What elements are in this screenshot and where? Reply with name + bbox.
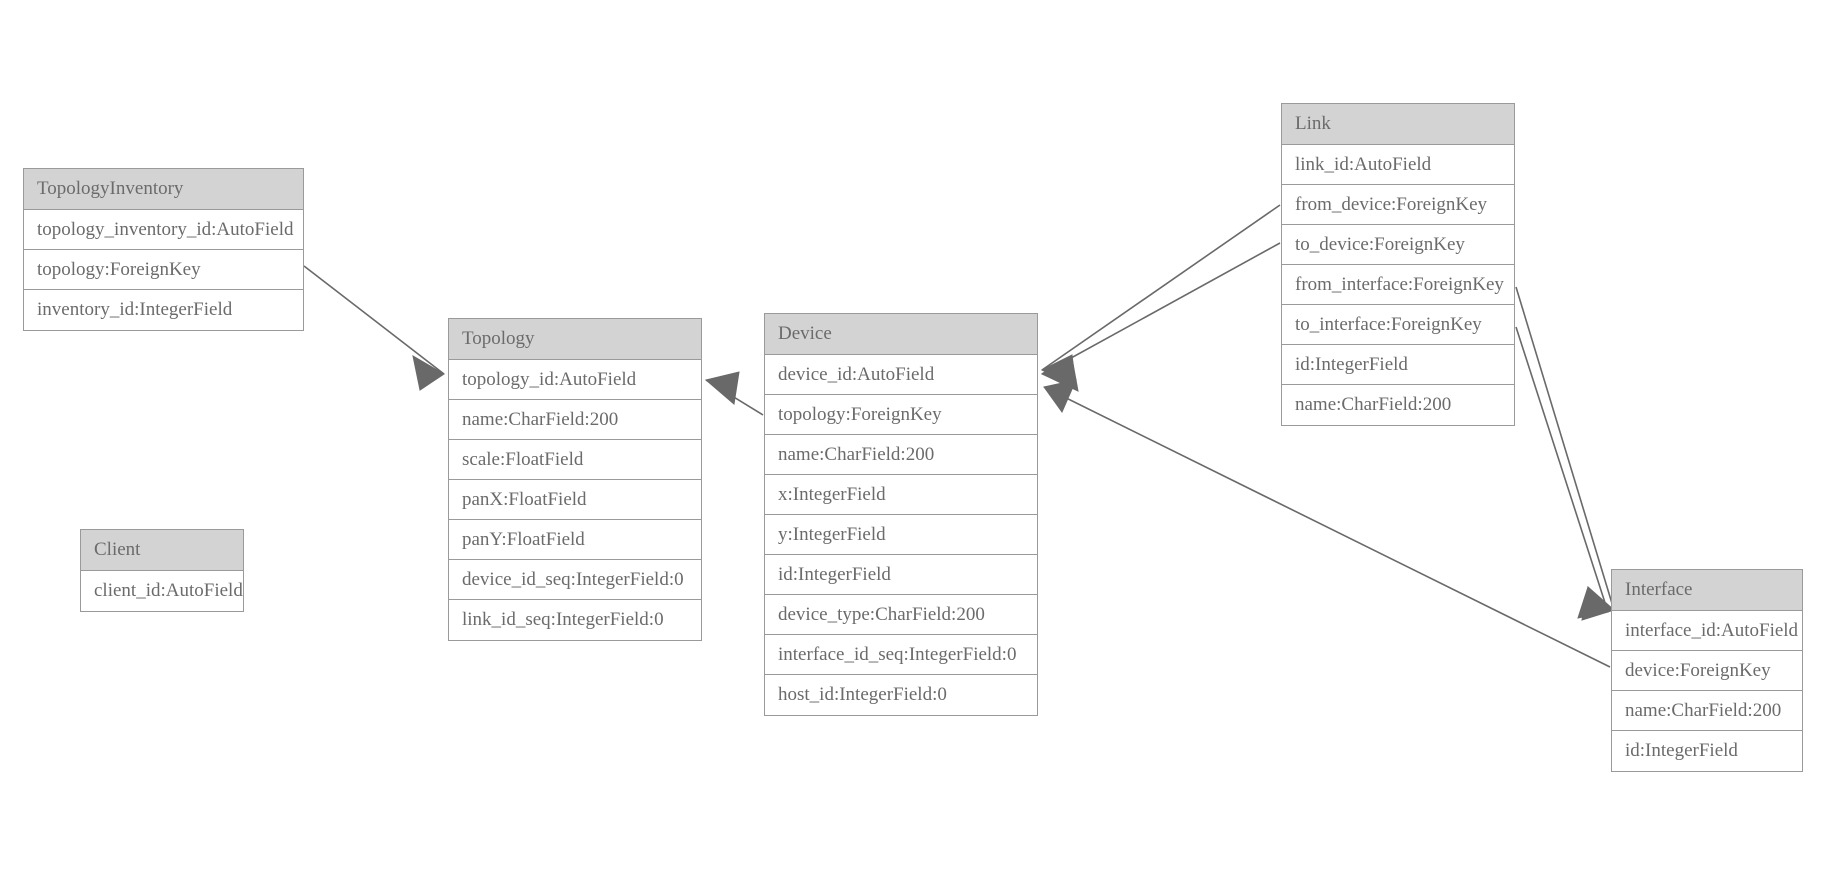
entity-field-row: from_interface:ForeignKey <box>1282 265 1514 305</box>
entity-field-row: y:IntegerField <box>765 515 1037 555</box>
entity-field-row: topology_inventory_id:AutoField <box>24 210 303 250</box>
relationship-link-from_device <box>1040 204 1281 389</box>
relationship-arrowhead <box>1043 379 1077 414</box>
relationship-arrowhead <box>1577 585 1609 619</box>
entity-title-link: Link <box>1282 104 1514 145</box>
relationship-line <box>1041 242 1281 375</box>
entity-title-interface: Interface <box>1612 570 1802 611</box>
entity-field-row: x:IntegerField <box>765 475 1037 515</box>
relationship-arrowhead <box>1040 357 1079 392</box>
relationship-line <box>705 379 764 416</box>
relationship-line <box>1041 204 1281 371</box>
relationship-line <box>303 265 445 375</box>
entity-field-row: panX:FloatField <box>449 480 701 520</box>
entity-field-row: host_id:IntegerField:0 <box>765 675 1037 715</box>
entity-title-topology: Topology <box>449 319 701 360</box>
entity-title-topologyinventory: TopologyInventory <box>24 169 303 210</box>
entity-field-row: name:CharField:200 <box>765 435 1037 475</box>
entity-field-row: client_id:AutoField <box>81 571 243 611</box>
entity-field-row: topology:ForeignKey <box>765 395 1037 435</box>
entity-field-row: scale:FloatField <box>449 440 701 480</box>
entity-field-row: device:ForeignKey <box>1612 651 1802 691</box>
entity-field-row: topology_id:AutoField <box>449 360 701 400</box>
entity-field-row: device_id_seq:IntegerField:0 <box>449 560 701 600</box>
relationship-line <box>1043 386 1611 668</box>
relationship-link-to_device <box>1040 242 1281 392</box>
relationship-arrowhead <box>704 371 740 405</box>
relationship-link-from_interface <box>1515 286 1615 621</box>
entity-field-row: panY:FloatField <box>449 520 701 560</box>
entity-field-row: id:IntegerField <box>1282 345 1514 385</box>
entity-field-row: to_interface:ForeignKey <box>1282 305 1514 345</box>
entity-field-row: link_id:AutoField <box>1282 145 1514 185</box>
entity-field-row: interface_id:AutoField <box>1612 611 1802 651</box>
relationship-line <box>1515 326 1609 613</box>
entity-field-row: id:IntegerField <box>1612 731 1802 771</box>
entity-title-device: Device <box>765 314 1037 355</box>
entity-field-row: to_device:ForeignKey <box>1282 225 1514 265</box>
relationship-arrowhead <box>1581 586 1615 621</box>
entity-field-row: inventory_id:IntegerField <box>24 290 303 330</box>
relationship-arrowhead <box>412 355 445 391</box>
relationship-line <box>1515 286 1615 611</box>
relationship-arrowhead <box>1040 354 1077 389</box>
relationship-topologyinventory-topology <box>303 265 445 391</box>
entity-field-row: interface_id_seq:IntegerField:0 <box>765 635 1037 675</box>
entity-field-row: name:CharField:200 <box>1282 385 1514 425</box>
entity-field-row: name:CharField:200 <box>1612 691 1802 731</box>
relationship-device-topology <box>704 371 764 416</box>
entity-field-row: id:IntegerField <box>765 555 1037 595</box>
entity-field-row: device_type:CharField:200 <box>765 595 1037 635</box>
entity-field-row: link_id_seq:IntegerField:0 <box>449 600 701 640</box>
entity-title-client: Client <box>81 530 243 571</box>
relationship-link-to_interface <box>1515 326 1609 619</box>
entity-field-row: topology:ForeignKey <box>24 250 303 290</box>
entity-field-row: name:CharField:200 <box>449 400 701 440</box>
entity-field-row: from_device:ForeignKey <box>1282 185 1514 225</box>
entity-field-row: device_id:AutoField <box>765 355 1037 395</box>
